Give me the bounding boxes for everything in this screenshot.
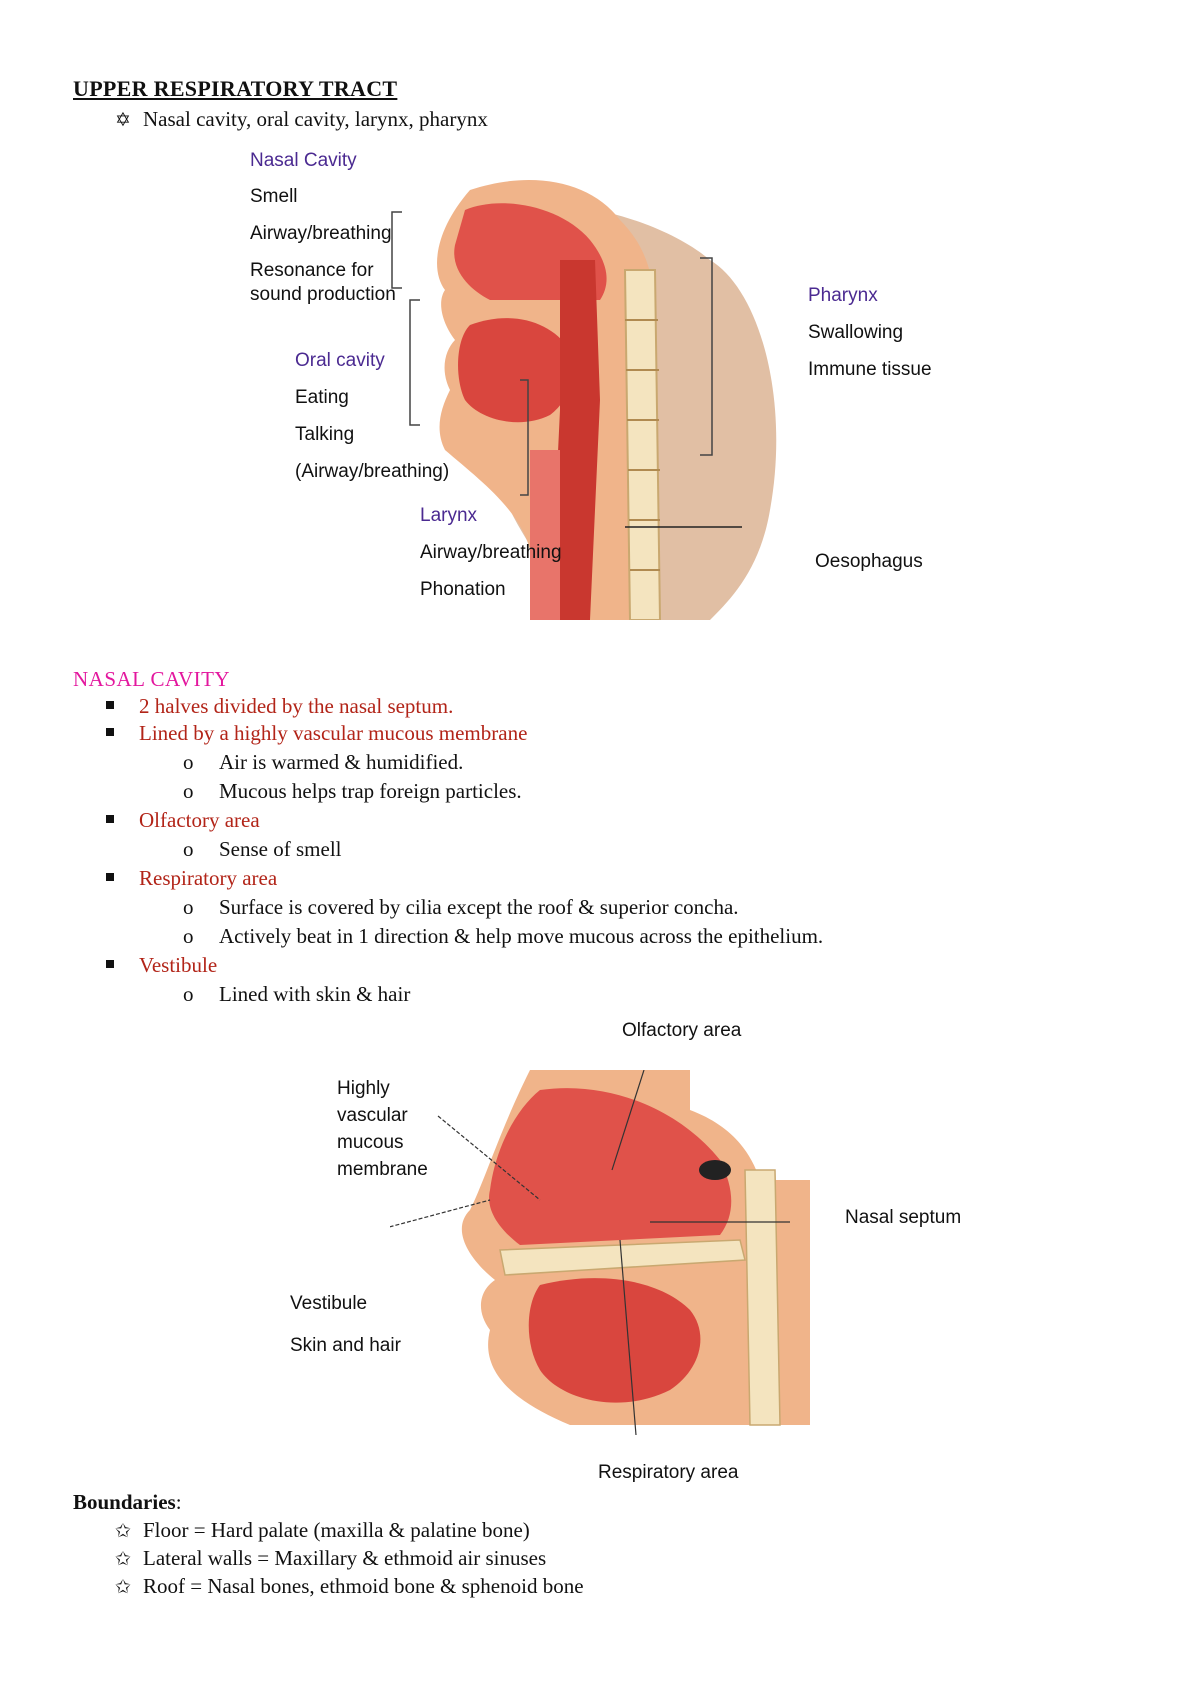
square-bullet-icon: [106, 873, 114, 881]
bullet-mucous: Lined by a highly vascular mucous membra…: [106, 721, 527, 746]
skin-hair-label: Skin and hair: [290, 1335, 401, 1356]
nasal-cavity-label: Nasal Cavity: [250, 150, 357, 171]
pharynx-bracket: [700, 257, 713, 456]
oral-bracket: [409, 299, 420, 426]
olfactory-label: Olfactory area: [622, 1020, 742, 1041]
spine: [623, 269, 662, 620]
nasal-septum-label: Nasal septum: [845, 1207, 962, 1228]
sphenoid-sinus: [699, 1160, 731, 1180]
circle-bullet-icon: o: [183, 982, 194, 1006]
respiratory-pointer: [619, 1239, 637, 1435]
square-bullet-icon: [106, 701, 114, 709]
mucous-label-line3: mucous: [337, 1132, 404, 1153]
nasal-cavity-heading: NASAL CAVITY: [73, 667, 231, 691]
square-bullet-icon: [106, 815, 114, 823]
oesophagus-label: Oesophagus: [815, 551, 923, 572]
pharynx-region: [550, 260, 600, 620]
spine-column: [744, 1169, 781, 1426]
tongue: [528, 1278, 701, 1403]
circle-bullet-icon: o: [183, 779, 194, 803]
pharynx-item-swallowing: Swallowing: [808, 322, 904, 343]
respiratory-area-label: Respiratory area: [598, 1462, 739, 1483]
larynx-label: Larynx: [420, 505, 478, 526]
pharynx-label: Pharynx: [808, 285, 878, 306]
nasal-item-sound: sound production: [250, 284, 396, 305]
square-bullet-icon: [106, 728, 114, 736]
circle-bullet-icon: o: [183, 750, 194, 774]
star-bullet-icon: ✩: [115, 1577, 131, 1598]
nasal-cavity-figure: [390, 1070, 810, 1435]
oral-item-airway: (Airway/breathing): [295, 461, 450, 482]
larynx-item-airway: Airway/breathing: [420, 542, 562, 563]
boundary-floor: ✩Floor = Hard palate (maxilla & palatine…: [107, 1518, 530, 1543]
mucous-label-line4: membrane: [337, 1159, 428, 1180]
vestibule-label: Vestibule: [290, 1293, 368, 1314]
nasal-bracket: [391, 211, 402, 289]
oral-item-talking: Talking: [295, 424, 355, 445]
oral-cavity-label: Oral cavity: [295, 350, 385, 371]
bullet-septum: 2 halves divided by the nasal septum.: [106, 694, 453, 719]
intro-bullet: ✡Nasal cavity, oral cavity, larynx, phar…: [107, 107, 488, 132]
nasal-item-airway: Airway/breathing: [250, 223, 392, 244]
circle-bullet-icon: o: [183, 895, 194, 919]
square-bullet-icon: [106, 960, 114, 968]
oral-item-eating: Eating: [295, 387, 349, 408]
nasal-item-smell: Smell: [250, 186, 298, 207]
boundary-roof: ✩Roof = Nasal bones, ethmoid bone & sphe…: [107, 1574, 584, 1599]
star-bullet-icon: ✡: [115, 110, 131, 131]
page-title: UPPER RESPIRATORY TRACT: [73, 76, 398, 101]
olfactory-pointer: [611, 1070, 645, 1171]
boundary-lateral-walls: ✩Lateral walls = Maxillary & ethmoid air…: [107, 1546, 546, 1571]
nasal-mucosa: [489, 1088, 732, 1245]
nasal-item-resonance: Resonance for: [250, 260, 374, 281]
tongue-region: [458, 318, 574, 423]
bullet-respiratory: Respiratory area: [106, 866, 277, 891]
mucous-pointer: [437, 1115, 541, 1201]
star-bullet-icon: ✩: [115, 1549, 131, 1570]
bullet-vestibule: Vestibule: [106, 953, 217, 978]
hard-palate: [499, 1239, 746, 1276]
larynx-bracket: [520, 379, 529, 496]
vertebra-lines: [625, 319, 660, 571]
upper-respiratory-tract-figure: [391, 180, 777, 620]
boundaries-heading: Boundaries:: [73, 1490, 182, 1514]
circle-bullet-icon: o: [183, 837, 194, 861]
pharynx-item-immune: Immune tissue: [808, 359, 932, 380]
bullet-olfactory: Olfactory area: [106, 808, 260, 833]
larynx-item-phonation: Phonation: [420, 579, 506, 600]
circle-bullet-icon: o: [183, 924, 194, 948]
trachea: [530, 450, 560, 620]
vestibule-pointer: [390, 1199, 491, 1228]
mucous-label-line2: vascular: [337, 1105, 408, 1126]
star-bullet-icon: ✩: [115, 1521, 131, 1542]
mucous-label-line1: Highly: [337, 1078, 390, 1099]
